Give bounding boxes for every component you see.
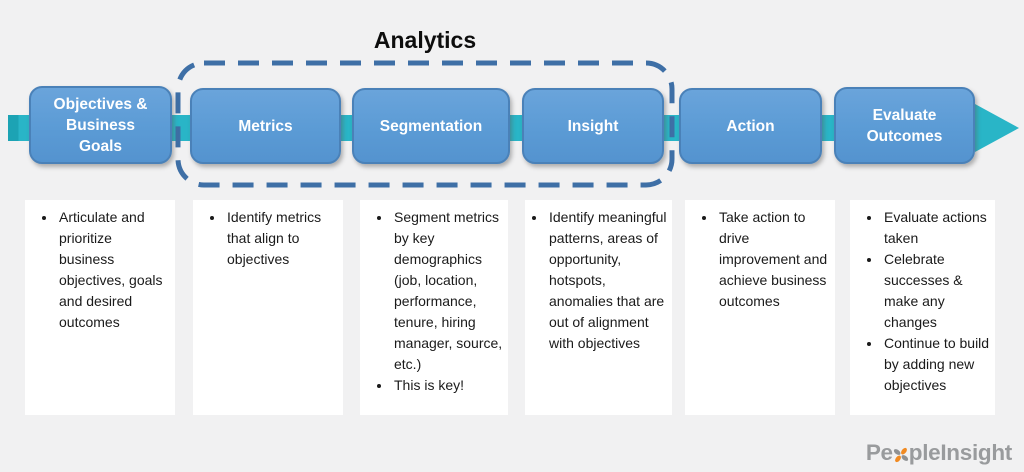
stage-box-objectives-business-goals: Objectives & Business Goals bbox=[29, 86, 172, 164]
bullet-list: Identify meaningful patterns, areas of o… bbox=[529, 207, 668, 354]
stage-notes-metrics: Identify metrics that align to objective… bbox=[193, 200, 343, 415]
analytics-group-outline bbox=[175, 60, 675, 188]
bullet-item: Celebrate successes & make any changes bbox=[882, 249, 991, 333]
stage-box-insight: Insight bbox=[522, 88, 664, 164]
bullet-item: Identify metrics that align to objective… bbox=[225, 207, 339, 270]
bullet-item: Take action to drive improvement and ach… bbox=[717, 207, 831, 312]
bullet-item: Evaluate actions taken bbox=[882, 207, 991, 249]
stage-box-segmentation: Segmentation bbox=[352, 88, 510, 164]
stage-notes-segmentation: Segment metrics by key demographics (job… bbox=[360, 200, 508, 415]
process-arrow-head-icon bbox=[975, 104, 1019, 152]
bullet-item: Segment metrics by key demographics (job… bbox=[392, 207, 504, 375]
stage-notes-action: Take action to drive improvement and ach… bbox=[685, 200, 835, 415]
stage-notes-evaluate: Evaluate actions taken Celebrate success… bbox=[850, 200, 995, 415]
peopleinsight-pinwheel-icon bbox=[893, 447, 908, 462]
stage-box-evaluate-outcomes: Evaluate Outcomes bbox=[834, 87, 975, 164]
bullet-list: Identify metrics that align to objective… bbox=[197, 207, 339, 270]
bullet-item: Continue to build by adding new objectiv… bbox=[882, 333, 991, 396]
bullet-list: Segment metrics by key demographics (job… bbox=[364, 207, 504, 396]
bullet-list: Evaluate actions taken Celebrate success… bbox=[854, 207, 991, 396]
stage-notes-objectives: Articulate and prioritize business objec… bbox=[25, 200, 175, 415]
bullet-list: Articulate and prioritize business objec… bbox=[29, 207, 171, 333]
bullet-list: Take action to drive improvement and ach… bbox=[689, 207, 831, 312]
stage-box-action: Action bbox=[679, 88, 822, 164]
bullet-item: Identify meaningful patterns, areas of o… bbox=[547, 207, 668, 354]
stage-notes-insight: Identify meaningful patterns, areas of o… bbox=[525, 200, 672, 415]
bullet-item: This is key! bbox=[392, 375, 504, 396]
stage-box-metrics: Metrics bbox=[190, 88, 341, 164]
logo-text-prefix: Pe bbox=[865, 440, 893, 465]
analytics-group-title: Analytics bbox=[373, 27, 477, 53]
peopleinsight-logo: Pe pleInsight bbox=[866, 440, 1012, 466]
logo-text-suffix: pleInsight bbox=[908, 440, 1013, 465]
bullet-item: Articulate and prioritize business objec… bbox=[57, 207, 171, 333]
